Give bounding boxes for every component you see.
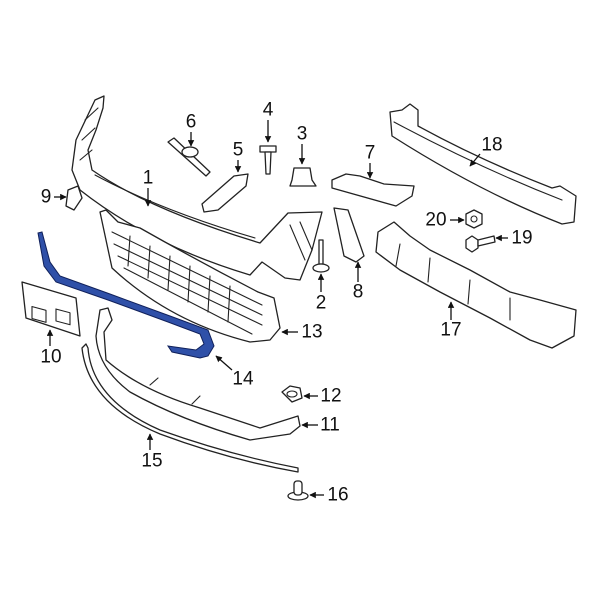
part-10-license-bracket[interactable] bbox=[21, 281, 81, 337]
callout-6: 6 bbox=[185, 111, 197, 133]
callout-14: 14 bbox=[232, 368, 254, 390]
leader-lines bbox=[46, 120, 508, 499]
callout-10: 10 bbox=[40, 346, 62, 368]
part-15-lower-strip[interactable] bbox=[81, 343, 299, 473]
callout-4: 4 bbox=[262, 99, 274, 121]
part-4-screw[interactable] bbox=[259, 145, 277, 175]
callout-9: 9 bbox=[40, 186, 52, 208]
part-6-rivet[interactable] bbox=[167, 137, 211, 177]
callout-2: 2 bbox=[315, 292, 327, 314]
part-20-nut[interactable] bbox=[465, 209, 483, 229]
callout-8: 8 bbox=[352, 281, 364, 303]
part-16-push-pin[interactable] bbox=[287, 480, 309, 501]
part-19-bolt[interactable] bbox=[465, 235, 496, 253]
callout-7: 7 bbox=[364, 142, 376, 164]
callout-1: 1 bbox=[142, 167, 154, 189]
part-9-cap[interactable] bbox=[65, 185, 83, 211]
part-12-grommet[interactable] bbox=[281, 385, 303, 403]
part-1-bumper-cover[interactable] bbox=[71, 95, 323, 281]
callout-15: 15 bbox=[141, 450, 163, 472]
part-2-screw[interactable] bbox=[312, 239, 330, 273]
part-5-bracket[interactable] bbox=[201, 173, 249, 213]
callout-20: 20 bbox=[425, 209, 447, 231]
part-3-clip[interactable] bbox=[289, 167, 317, 187]
part-13-grille[interactable] bbox=[99, 209, 281, 343]
callout-12: 12 bbox=[320, 385, 342, 407]
callout-19: 19 bbox=[511, 227, 533, 249]
callout-11: 11 bbox=[320, 414, 340, 436]
callout-3: 3 bbox=[296, 123, 308, 145]
part-14-grille-molding[interactable] bbox=[37, 231, 215, 359]
part-7-bracket[interactable] bbox=[331, 173, 415, 207]
callout-16: 16 bbox=[327, 484, 349, 506]
callout-17: 17 bbox=[440, 319, 462, 341]
callout-5: 5 bbox=[232, 139, 244, 161]
part-18-reinforcement[interactable] bbox=[389, 103, 577, 225]
part-8-side-bracket[interactable] bbox=[333, 207, 365, 263]
callout-18: 18 bbox=[481, 134, 503, 156]
callout-13: 13 bbox=[301, 321, 323, 343]
part-17-absorber[interactable] bbox=[375, 221, 577, 349]
part-11-lower-valance[interactable] bbox=[95, 307, 301, 441]
